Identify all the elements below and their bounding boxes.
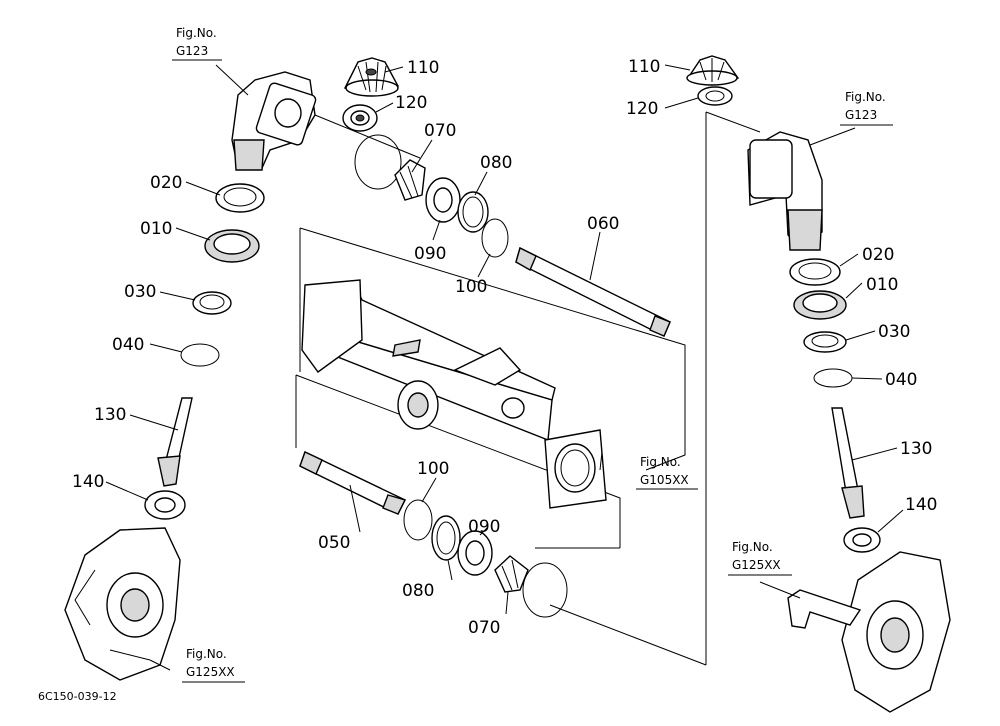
fig-ref-g125-left: Fig.No. G125XX <box>182 647 245 683</box>
label-090-bottom: 090 <box>468 517 500 537</box>
fig-code: G123 <box>845 108 877 122</box>
left-gear-case-upper <box>231 71 421 171</box>
fig-label: Fig.No. <box>176 26 217 40</box>
label-070-top: 070 <box>424 121 456 141</box>
bevel-gear-110-top <box>343 57 400 97</box>
shaft-050 <box>299 451 407 515</box>
o-ring-top <box>354 134 402 190</box>
right-gear-case-lower <box>787 551 951 713</box>
seal-020-right <box>789 258 841 286</box>
snap-ring-100-bottom <box>403 499 433 541</box>
label-080-bottom: 080 <box>402 581 434 601</box>
axle-tube-housing <box>301 279 607 509</box>
gear-070-top <box>394 159 426 201</box>
seal-020-left <box>215 183 265 213</box>
seal-010-right <box>793 290 847 320</box>
label-030-right: 030 <box>878 322 910 342</box>
fig-label: Fig.No. <box>640 455 681 469</box>
fig-ref-g123-right: Fig.No. G123 <box>840 90 893 126</box>
part-labels: 110 120 070 080 060 090 100 020 010 030 … <box>72 57 937 638</box>
label-100-bottom: 100 <box>417 459 449 479</box>
shaft-060 <box>515 246 671 337</box>
label-040-right: 040 <box>885 370 917 390</box>
snap-ring-040-right <box>813 368 853 388</box>
label-010-right: 010 <box>866 275 898 295</box>
label-130-left: 130 <box>94 405 126 425</box>
label-100-top: 100 <box>455 277 487 297</box>
label-090-top: 090 <box>414 244 446 264</box>
left-gear-case-lower <box>64 527 181 681</box>
label-070-bottom: 070 <box>468 618 500 638</box>
collar-030-left-inner <box>199 294 225 310</box>
bevel-gear-110-right <box>686 55 740 86</box>
right-gear-case-upper <box>747 131 823 251</box>
fig-code: G125XX <box>732 558 781 572</box>
label-030-left: 030 <box>124 282 156 302</box>
shaft-130-left <box>157 397 193 487</box>
label-060: 060 <box>587 214 619 234</box>
label-050: 050 <box>318 533 350 553</box>
label-130-right: 130 <box>900 439 932 459</box>
fig-ref-g125-right: Fig.No. G125XX <box>728 540 792 576</box>
fig-ref-g123-left: Fig.No. G123 <box>172 26 222 61</box>
fig-ref-g105: Fig.No. G105XX <box>636 455 698 490</box>
fig-label: Fig.No. <box>732 540 773 554</box>
drawing-id: 6C150-039-12 <box>38 690 117 703</box>
bearing-120-top <box>342 104 378 132</box>
label-080-top: 080 <box>480 153 512 173</box>
bearing-140-right <box>843 527 881 553</box>
bearing-140-left <box>144 490 186 520</box>
collar-030-right-inner <box>811 334 839 348</box>
bearing-090-bottom <box>457 530 493 576</box>
fig-code: G125XX <box>186 665 235 679</box>
snap-ring-040-left <box>180 343 220 367</box>
fig-label: Fig.No. <box>186 647 227 661</box>
bearing-120-right <box>697 86 733 106</box>
ring-080-top <box>457 191 489 233</box>
o-ring-bottom <box>522 562 568 618</box>
label-110-right: 110 <box>628 57 660 77</box>
label-040-left: 040 <box>112 335 144 355</box>
label-140-right: 140 <box>905 495 937 515</box>
label-120-top: 120 <box>395 93 427 113</box>
fig-label: Fig.No. <box>845 90 886 104</box>
shaft-130-right <box>831 407 865 519</box>
fig-code: G123 <box>176 44 208 58</box>
label-110-top: 110 <box>407 58 439 78</box>
ring-080-bottom <box>431 515 461 561</box>
leader-lines <box>105 64 904 671</box>
seal-010-left <box>204 229 260 263</box>
label-120-right: 120 <box>626 99 658 119</box>
fig-code: G105XX <box>640 473 689 487</box>
bearing-090-top <box>425 177 461 223</box>
label-140-left: 140 <box>72 472 104 492</box>
snap-ring-100-top <box>481 218 509 258</box>
label-020-left: 020 <box>150 173 182 193</box>
label-020-right: 020 <box>862 245 894 265</box>
label-010-left: 010 <box>140 219 172 239</box>
